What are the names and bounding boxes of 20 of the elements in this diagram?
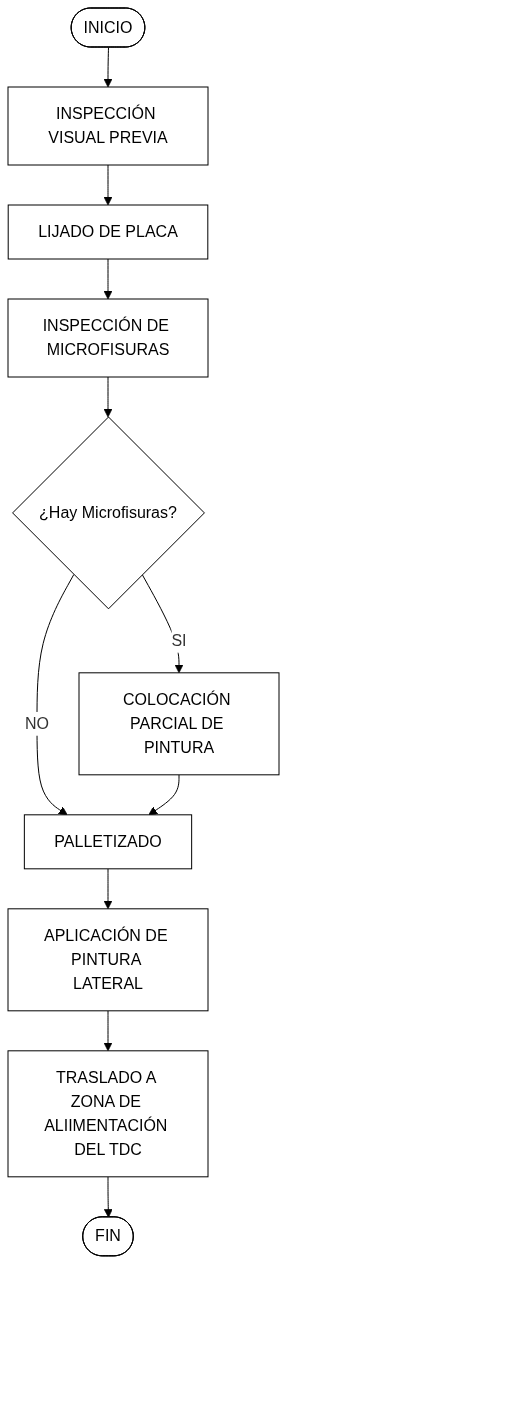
node-box: INSPECCIÓN VISUAL PREVIA xyxy=(7,86,209,166)
arrow xyxy=(103,1176,113,1218)
arrow xyxy=(103,258,113,300)
arrow xyxy=(141,574,184,674)
node-box: APLICACIÓN DE PINTURA LATERAL xyxy=(7,908,209,1012)
arrow xyxy=(103,164,113,206)
node-box: TRASLADO A ZONA DE ALIIMENTACIÓN DEL TDC xyxy=(7,1050,209,1178)
arrow xyxy=(103,868,113,910)
arrow xyxy=(103,376,113,418)
node-box: COLOCACIÓN PARCIAL DE PINTURA xyxy=(78,672,280,776)
node-box: PALLETIZADO xyxy=(23,814,193,870)
arrow xyxy=(36,574,75,816)
edge-label: NO xyxy=(25,714,49,732)
arrow xyxy=(103,1010,113,1052)
edge-label: SI xyxy=(171,631,187,649)
node-box: INSPECCIÓN DE MICROFISURAS xyxy=(7,298,209,378)
node-diamond: ¿Hay Microfisuras? xyxy=(12,416,205,610)
arrow xyxy=(103,47,113,88)
arrow xyxy=(148,774,180,816)
node-box: LIJADO DE PLACA xyxy=(7,204,209,260)
